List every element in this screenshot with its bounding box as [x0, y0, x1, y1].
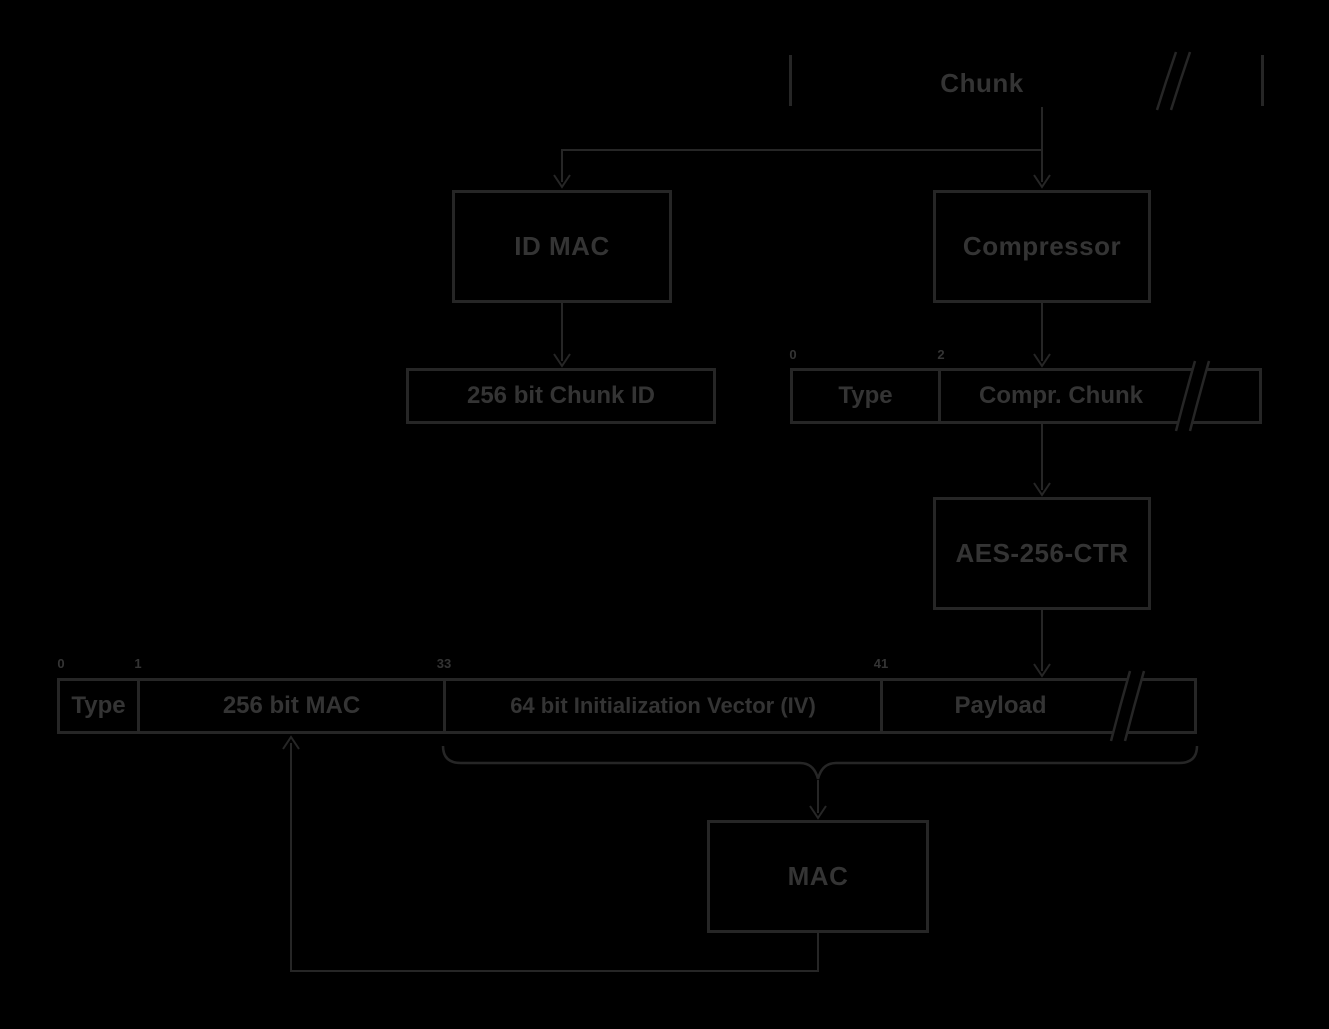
packet-seg-iv: 64 bit Initialization Vector (IV): [446, 681, 883, 731]
packet-seg-type: Type: [60, 681, 140, 731]
compressed-offset-0: 0: [789, 347, 797, 362]
packet-seg-mac: 256 bit MAC: [140, 681, 446, 731]
chunk-id-bar: 256 bit Chunk ID: [406, 368, 716, 424]
packet-offset-0: 0: [57, 656, 65, 671]
break-mark-icon: [1155, 51, 1192, 111]
arrowhead-down-icon: [1033, 663, 1051, 678]
chunk-id-bar-label: 256 bit Chunk ID: [466, 382, 656, 409]
arrowhead-down-icon: [809, 805, 827, 820]
stream-label-chunk: Chunk: [940, 68, 1024, 98]
arrowhead-down-icon: [1033, 174, 1051, 189]
compressor-box: Compressor: [933, 190, 1151, 303]
packet-seg-payload: Payload: [954, 692, 1047, 719]
arrowhead-up-icon: [282, 735, 300, 750]
packet-bar: Type 256 bit MAC 64 bit Initialization V…: [57, 678, 1197, 734]
compressed-seg-type: Type: [793, 371, 941, 421]
arrowhead-down-icon: [1033, 353, 1051, 368]
arrowhead-down-icon: [1033, 482, 1051, 497]
underbrace: [441, 745, 1199, 780]
arrowhead-down-icon: [553, 174, 571, 189]
mac-box: MAC: [707, 820, 929, 933]
packet-offset-41: 41: [873, 656, 889, 671]
compressed-offset-2: 2: [937, 347, 945, 362]
arrowhead-down-icon: [553, 353, 571, 368]
aes-256-ctr-box: AES-256-CTR: [933, 497, 1151, 610]
packet-offset-33: 33: [436, 656, 452, 671]
stream-delimiter-ticks: [789, 55, 1264, 106]
compressed-chunk-bar: Type Compr. Chunk: [790, 368, 1262, 424]
compressed-seg-compr-chunk: Compr. Chunk: [978, 382, 1143, 409]
packet-offset-1: 1: [134, 656, 142, 671]
id-mac-box: ID MAC: [452, 190, 672, 303]
